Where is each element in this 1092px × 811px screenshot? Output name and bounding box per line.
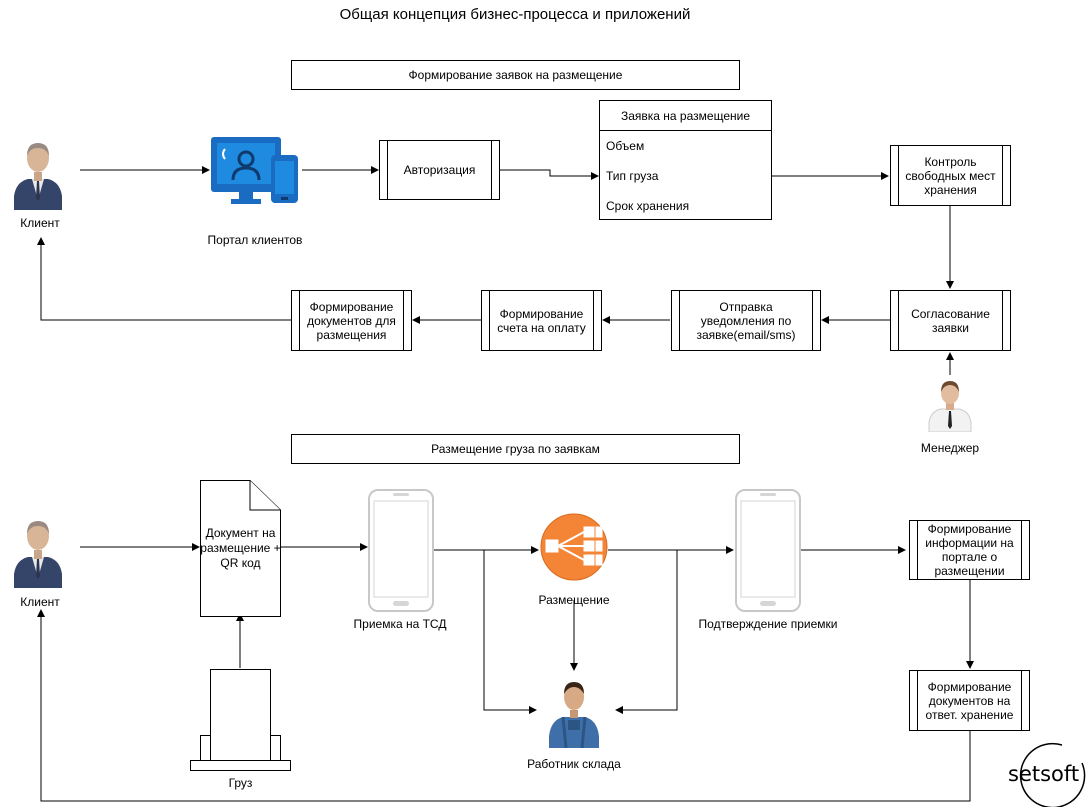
portal-label: Портал клиентов xyxy=(207,233,303,247)
document-shape xyxy=(200,480,281,617)
storage-docs-label: Формирование документов на ответ. хранен… xyxy=(925,679,1014,722)
confirm-phone-icon xyxy=(735,489,801,612)
document-label: Документ на размещение + QR код xyxy=(200,526,281,570)
request-row-storage-term: Срок хранения xyxy=(606,199,690,213)
client-label: Клиент xyxy=(20,216,60,230)
cargo-icon xyxy=(190,669,291,771)
request-row-cargo-type: Тип груза xyxy=(606,169,659,183)
page-title: Общая концепция бизнес-процесса и прилож… xyxy=(339,6,691,23)
client-label-2: Клиент xyxy=(20,595,60,609)
request-header: Заявка на размещение xyxy=(600,101,771,131)
info-label: Формирование информации на портале о раз… xyxy=(925,522,1014,578)
invoice-label: Формирование счета на оплату xyxy=(497,306,586,335)
notify-process: Отправка уведомления по заявке(email/sms… xyxy=(671,290,821,351)
docs-label: Формирование документов для размещения xyxy=(307,299,396,342)
logo-text: setsoft xyxy=(1008,762,1080,786)
control-process: Контроль свободных мест хранения xyxy=(890,145,1011,206)
tsd-label: Приемка на ТСД xyxy=(353,617,447,631)
worker-label: Работник склада xyxy=(527,757,621,771)
client-avatar-icon xyxy=(10,508,66,588)
notify-label: Отправка уведомления по заявке(email/sms… xyxy=(696,299,796,342)
control-label: Контроль свободных мест хранения xyxy=(905,154,996,197)
warehouse-worker-icon xyxy=(546,676,602,749)
client-avatar-icon xyxy=(10,130,66,210)
auth-process: Авторизация xyxy=(379,140,500,200)
cargo-label: Груз xyxy=(228,776,253,790)
section1-banner: Формирование заявок на размещение xyxy=(291,60,740,90)
tsd-phone-icon xyxy=(368,489,434,612)
placement-balancer-icon xyxy=(540,513,608,581)
request-row-volume: Объем xyxy=(606,139,645,153)
docs-process: Формирование документов для размещения xyxy=(291,290,412,351)
confirm-label: Подтверждение приемки xyxy=(698,617,838,631)
invoice-process: Формирование счета на оплату xyxy=(481,290,602,351)
portal-monitor-icon xyxy=(209,135,301,207)
section2-banner: Размещение груза по заявкам xyxy=(291,434,740,464)
storage-docs-process: Формирование документов на ответ. хранен… xyxy=(909,670,1030,731)
placement-label: Размещение xyxy=(538,593,610,607)
approval-label: Согласование заявки xyxy=(911,306,990,335)
setsoft-logo: setsoft xyxy=(1004,741,1086,807)
approval-process: Согласование заявки xyxy=(890,290,1011,351)
info-process: Формирование информации на портале о раз… xyxy=(909,520,1030,580)
request-list: Заявка на размещение Объем Тип груза Сро… xyxy=(599,100,772,220)
manager-avatar-icon xyxy=(926,376,974,433)
auth-label: Авторизация xyxy=(403,163,476,177)
manager-label: Менеджер xyxy=(920,441,980,455)
